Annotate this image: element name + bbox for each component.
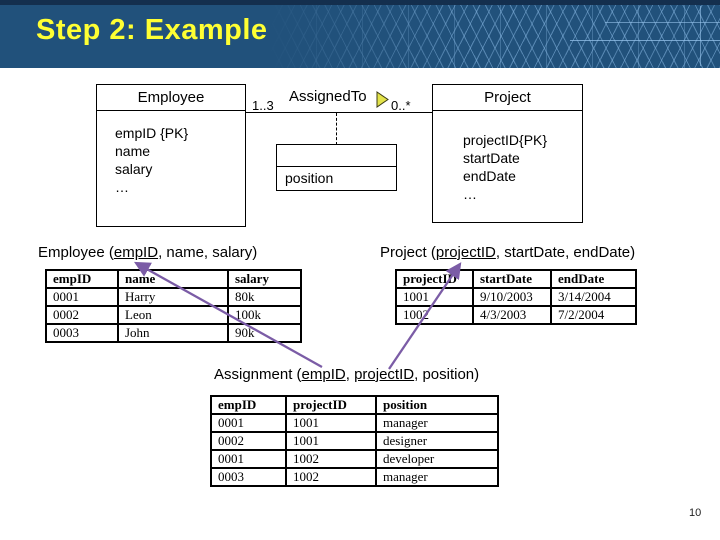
project-class-attributes: projectID{PK} startDate endDate …	[433, 111, 582, 203]
primary-key: empID	[113, 244, 159, 261]
column-header: name	[117, 269, 229, 289]
relation-separator: ,	[345, 366, 355, 383]
table-cell: 1002	[395, 305, 474, 325]
project-class-box: Project projectID{PK} startDate endDate …	[432, 84, 583, 223]
table-cell: 0002	[210, 431, 287, 451]
association-class-dashed-link	[336, 113, 337, 145]
attribute-line: projectID{PK}	[463, 132, 548, 148]
table-cell: 4/3/2003	[472, 305, 552, 325]
association-line	[246, 112, 432, 113]
relation-prefix: Project (	[380, 244, 436, 261]
attribute-line: empID {PK}	[115, 125, 189, 141]
column-header: empID	[45, 269, 119, 289]
page-number: 10	[689, 507, 702, 519]
table-cell: 80k	[227, 287, 302, 307]
primary-key: empID	[301, 366, 346, 383]
relation-suffix: , position)	[414, 366, 480, 383]
relation-prefix: Employee (	[38, 244, 114, 261]
column-header: endDate	[550, 269, 637, 289]
column-header: startDate	[472, 269, 552, 289]
table-cell: 0001	[45, 287, 119, 307]
attribute-line: endDate	[463, 168, 516, 184]
attribute-line: salary	[115, 161, 153, 177]
column-header: empID	[210, 395, 287, 415]
table-cell: Leon	[117, 305, 229, 325]
table-cell: 0001	[210, 449, 287, 469]
attribute-line: …	[463, 186, 477, 202]
table-cell: 9/10/2003	[472, 287, 552, 307]
project-relation-schema: Project (projectID, startDate, endDate)	[380, 244, 635, 261]
association-class-box: position	[276, 144, 397, 191]
table-cell: 100k	[227, 305, 302, 325]
header-top-edge	[0, 0, 720, 5]
attribute-line: startDate	[463, 150, 520, 166]
relation-prefix: Assignment (	[214, 366, 302, 383]
table-cell: 3/14/2004	[550, 287, 637, 307]
table-cell: 1002	[285, 449, 377, 469]
attribute-line: name	[115, 143, 151, 159]
blueprint-pattern	[270, 0, 720, 68]
blueprint-line	[605, 22, 720, 23]
table-cell: 1001	[395, 287, 474, 307]
multiplicity-left: 1..3	[252, 98, 274, 113]
table-cell: John	[117, 323, 229, 343]
table-cell: 1002	[285, 467, 377, 487]
table-cell: Harry	[117, 287, 229, 307]
slide-title: Step 2: Example	[36, 14, 268, 46]
table-cell: 7/2/2004	[550, 305, 637, 325]
column-header: position	[375, 395, 499, 415]
association-class-name-compartment	[277, 145, 396, 167]
table-cell: developer	[375, 449, 499, 469]
attribute-line: …	[115, 179, 129, 195]
table-cell: 1001	[285, 431, 377, 451]
column-header: projectID	[395, 269, 474, 289]
employee-relation-schema: Employee (empID, name, salary)	[38, 244, 257, 261]
column-header: salary	[227, 269, 302, 289]
employee-class-title: Employee	[97, 85, 245, 111]
blueprint-line	[700, 6, 701, 66]
table-cell: 0002	[45, 305, 119, 325]
table-cell: 0001	[210, 413, 287, 433]
employee-class-attributes: empID {PK} name salary …	[97, 111, 245, 196]
column-header: projectID	[285, 395, 377, 415]
table-cell: 0003	[45, 323, 119, 343]
association-name: AssignedTo	[289, 88, 367, 105]
relation-suffix: , startDate, endDate)	[495, 244, 636, 261]
primary-key: projectID	[435, 244, 496, 261]
assignment-relation-schema: Assignment (empID, projectID, position)	[214, 366, 479, 383]
table-cell: 1001	[285, 413, 377, 433]
employee-class-box: Employee empID {PK} name salary …	[96, 84, 246, 227]
table-cell: manager	[375, 467, 499, 487]
header-banner: Step 2: Example	[0, 0, 720, 68]
project-class-title: Project	[433, 85, 582, 111]
relation-suffix: , name, salary)	[158, 244, 258, 261]
table-cell: 0003	[210, 467, 287, 487]
primary-key: projectID	[354, 366, 415, 383]
table-cell: designer	[375, 431, 499, 451]
blueprint-line	[570, 40, 720, 41]
association-class-attribute: position	[285, 170, 334, 186]
table-cell: manager	[375, 413, 499, 433]
table-cell: 90k	[227, 323, 302, 343]
multiplicity-right: 0..*	[391, 98, 411, 113]
right-triangle-icon	[376, 91, 389, 113]
